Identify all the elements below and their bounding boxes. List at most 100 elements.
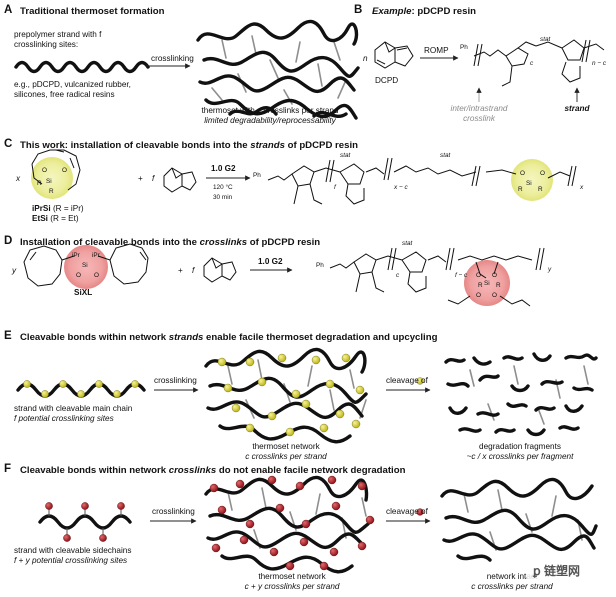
panel-d-prod-o-bottom-right: O [492, 292, 497, 299]
panel-f-mid-line2: c + y crosslinks per strand [244, 582, 340, 591]
panel-e-letter: E [4, 330, 12, 342]
panel-c-cond-line1: 1.0 G2 [211, 164, 236, 173]
panel-c-stat-1: stat [340, 152, 351, 159]
panel-d-prod-r-right: R [496, 282, 501, 289]
panel-d-prod-o-bottom-left: O [476, 292, 481, 299]
panel-e-left-line2: f potential crosslinking sites [14, 414, 114, 423]
panel-d-ipr-left: iPr [72, 252, 80, 259]
panel-d-atom-si: Si [82, 262, 88, 269]
panel-e-thermoset-network [204, 347, 368, 444]
panel-d-product-glow [464, 260, 510, 306]
panel-c-atom-r-left: R [37, 180, 42, 187]
panel-d-sixl-crosslinker [23, 243, 149, 287]
panel-e-degradation-fragments [444, 352, 598, 437]
panel-f-left-line1: strand with cleavable sidechains [14, 546, 132, 555]
panel-b-sub-nc: n − c [592, 60, 607, 67]
panel-f-thermoset-network [204, 475, 375, 574]
panel-d-ipr-right: iPr [92, 252, 100, 259]
panel-c-product-glow [511, 159, 553, 201]
panel-c-letter: C [4, 138, 13, 150]
panel-d-stat: stat [402, 240, 413, 247]
panel-e-strand [16, 380, 146, 398]
panel-e-arrow1-label: crosslinking [154, 376, 197, 385]
panel-d-prod-o-top-right: O [492, 272, 497, 279]
panel-e-title: Cleavable bonds within network strands e… [20, 332, 438, 343]
panel-c-label-iprsi: iPrSi (R = iPr) [32, 204, 84, 213]
panel-a-examples-line1: e.g., pDCPD, vulcanized rubber, [14, 80, 131, 89]
panel-c-sub-f: f [334, 184, 336, 191]
panel-c-atom-r-bottom: R [49, 188, 54, 195]
panel-c-prod-r-right: R [538, 186, 543, 193]
panel-b-dcpd-monomer [374, 41, 414, 69]
panel-b-title: Example: pDCPD resin [372, 6, 476, 17]
panel-e-left-line1: strand with cleavable main chain [14, 404, 133, 413]
panel-c-coef-f: f [152, 174, 155, 183]
panel-d-atom-o-right: O [94, 272, 99, 279]
panel-e-mid-line1: thermoset network [252, 442, 320, 451]
panel-c-sub-x: x [580, 184, 584, 191]
panel-c-prod-o-left: O [520, 170, 525, 177]
panel-f-mid-line1: thermoset network [258, 572, 326, 581]
panel-b-sub-c: c [530, 60, 534, 67]
panel-c-cond-line2: 120 °C [213, 184, 233, 191]
panel-d-compound: SiXL [74, 288, 93, 297]
panel-d-norbornene [203, 257, 237, 283]
panel-b-crosslink-line2: crosslink [463, 114, 495, 123]
panel-b-arrow-label: ROMP [424, 46, 449, 55]
panel-a-desc-line1: prepolymer strand with f [14, 30, 102, 39]
panel-d-atom-o-left: O [76, 272, 81, 279]
panel-d-prod-si: Si [484, 280, 490, 287]
panel-c-cyclic-siloxane-monomer [31, 149, 81, 191]
panel-b-strand-label: strand [564, 104, 590, 113]
panel-c-ph: Ph [253, 172, 261, 179]
panel-c-title: This work: installation of cleavable bon… [20, 140, 358, 151]
panel-c-stat-2: stat [440, 152, 451, 159]
panel-a-letter: A [4, 4, 13, 16]
panel-c-prod-si: Si [526, 180, 532, 187]
panel-d-sub-y: y [548, 266, 552, 273]
panel-e-right-line2: ~c / x crosslinks per fragment [466, 452, 574, 461]
panel-b-monomer-label: DCPD [375, 76, 399, 85]
panel-c-copolymer-structure [267, 157, 577, 205]
panel-e-arrow-bead [416, 377, 424, 385]
panel-a-title: Traditional thermoset formation [20, 6, 165, 17]
panel-f-right-line2: c crosslinks per strand [471, 582, 553, 591]
panel-b-monomer-n: n [363, 54, 368, 63]
panel-b-ph: Ph [460, 44, 468, 51]
panel-b-crosslink-line1: inter/intrastrand [450, 104, 508, 113]
panel-c-plus: + [138, 174, 143, 183]
panel-c-coef-x: x [16, 174, 21, 183]
panel-c-cond-line3: 30 min [213, 194, 233, 201]
panel-f-arrow-bead [416, 508, 424, 516]
panel-b-stat: stat [540, 36, 551, 43]
panel-a-result-line1: thermoset with c crosslinks per strand [201, 106, 339, 115]
panel-c-label-etsi: EtSi (R = Et) [32, 214, 79, 223]
panel-d-sub-c: c [396, 272, 400, 279]
panel-c-atom-o-left: O [42, 167, 47, 174]
panel-c-norbornene [163, 167, 197, 193]
panel-c-prod-r-left: R [518, 186, 523, 193]
panel-f-left-line2: f + y potential crosslinking sites [14, 556, 128, 565]
panel-c-atom-si: Si [46, 178, 52, 185]
panel-f-arrow1-label: crosslinking [152, 507, 195, 516]
watermark-badge: ꝑ 链塑网 [527, 561, 607, 583]
panel-d-title: Installation of cleavable bonds into the… [20, 237, 321, 248]
panel-f-right-line1: network intact [486, 572, 538, 581]
panel-f-strand [38, 502, 132, 542]
panel-d-prod-r-left: R [478, 282, 483, 289]
panel-e-mid-line2: c crosslinks per strand [245, 452, 327, 461]
panel-d-copolymer-structure [329, 247, 545, 307]
panel-d-prod-o-top-left: O [476, 272, 481, 279]
panel-b-pdcpd-polymer [473, 39, 605, 87]
panel-f-letter: F [4, 463, 12, 475]
panel-a-result-line2: limited degradability/reprocessability [204, 116, 336, 125]
panel-a-arrow-label: crosslinking [151, 54, 194, 63]
panel-c-atom-o-right: O [62, 167, 67, 174]
panel-b-letter: B [354, 4, 363, 16]
panel-a-desc-line2: crosslinking sites: [14, 40, 79, 49]
watermark-text: ꝑ 链塑网 [533, 564, 580, 578]
panel-d-monomer-glow [64, 245, 108, 289]
panel-d-ph: Ph [316, 262, 324, 269]
panel-f-title: Cleavable bonds within network crosslink… [20, 465, 406, 476]
panel-d-coef-f: f [192, 266, 195, 275]
